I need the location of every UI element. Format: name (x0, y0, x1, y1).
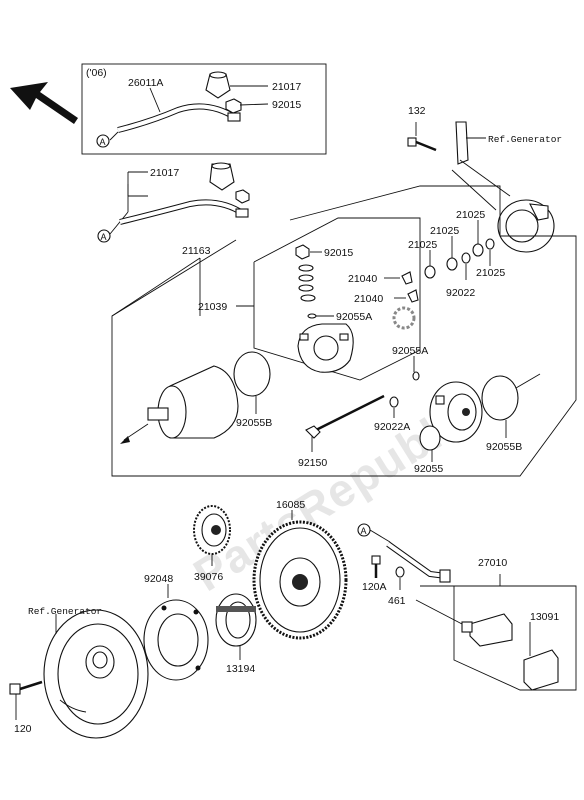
label-92015-top: 92015 (272, 99, 301, 111)
starter-end-cover (497, 199, 555, 253)
label-13091: 13091 (530, 611, 559, 623)
nut-92015-top (225, 98, 242, 114)
svg-text:A: A (100, 137, 106, 147)
label-92055B-b: 92055B (486, 441, 522, 453)
label-21025-b: 21025 (430, 225, 459, 237)
starter-clutch-gear-16085 (252, 520, 348, 640)
washer-92022A (389, 396, 399, 408)
label-92055: 92055 (414, 463, 443, 475)
nut-mid-small (235, 189, 250, 204)
cap-21017-top (205, 71, 231, 99)
bolt-120A (371, 555, 381, 578)
label-92022A: 92022A (374, 421, 410, 433)
clutch-holder-92048 (143, 599, 209, 681)
label-92055A-a: 92055A (336, 311, 372, 323)
year-note: ('06) (86, 67, 107, 79)
washer-21025-group (424, 238, 495, 279)
callout-a-1: A (96, 134, 110, 148)
starter-relay (461, 613, 513, 647)
generator-rotor (43, 609, 149, 739)
label-21025-d: 21025 (476, 267, 505, 279)
oring-92055B-a (233, 351, 271, 397)
brush-21040-b (407, 289, 419, 303)
washer-stack-92015 (295, 244, 317, 319)
brush-21040-a (401, 271, 413, 285)
label-21039: 21039 (198, 301, 227, 313)
generator-bracket (451, 121, 511, 211)
battery-cable-mid (119, 199, 249, 225)
label-21025-c: 21025 (456, 209, 485, 221)
label-21017-top: 21017 (272, 81, 301, 93)
label-92055A-b: 92055A (392, 345, 428, 357)
one-way-clutch-13194 (215, 593, 257, 647)
ref-generator-top: Ref.Generator (488, 134, 562, 145)
oring-92055 (419, 425, 441, 451)
idle-gear-39076 (193, 505, 231, 555)
label-92150: 92150 (298, 457, 327, 469)
label-39076: 39076 (194, 571, 223, 583)
label-21040-b: 21040 (354, 293, 383, 305)
label-92055B-a: 92055B (236, 417, 272, 429)
callout-a-3: A (357, 523, 371, 537)
callout-a-2: A (97, 229, 111, 243)
battery-cable-26011A (117, 103, 241, 133)
label-120: 120 (14, 723, 32, 735)
inset-box-06 (81, 63, 327, 155)
label-461: 461 (388, 595, 406, 607)
relay-cable (386, 541, 451, 583)
svg-text:A: A (101, 232, 107, 242)
cap-21017-mid (209, 162, 235, 191)
label-92022: 92022 (446, 287, 475, 299)
label-21025-a: 21025 (408, 239, 437, 251)
label-13194: 13194 (226, 663, 255, 675)
through-bolt-92150 (305, 394, 385, 439)
front-arrow-icon (10, 82, 78, 124)
relay-cover-13091 (523, 649, 559, 691)
ref-generator-bottom: Ref.Generator (28, 606, 102, 617)
bolt-120 (9, 680, 43, 695)
oring-92055A (412, 371, 420, 381)
starter-front-cover (429, 381, 483, 443)
brush-holder-outline (253, 217, 421, 381)
label-27010: 27010 (478, 557, 507, 569)
label-92048: 92048 (144, 573, 173, 585)
svg-text:A: A (361, 526, 367, 536)
relay-box-outline (420, 585, 577, 691)
label-26011A: 26011A (128, 77, 163, 89)
label-132: 132 (408, 105, 426, 117)
brush-holder-plate (297, 323, 354, 373)
label-16085: 16085 (276, 499, 305, 511)
cog-small (392, 306, 416, 330)
label-21163: 21163 (182, 245, 211, 257)
washer-461 (395, 566, 405, 578)
assembly-outline (111, 185, 577, 477)
label-120A: 120A (362, 581, 387, 593)
starter-motor-body (120, 365, 239, 444)
label-21017-mid: 21017 (150, 167, 179, 179)
oring-92055B-b (481, 373, 541, 421)
bolt-132 (407, 137, 437, 152)
label-92015-mid: 92015 (324, 247, 353, 259)
label-21040-a: 21040 (348, 273, 377, 285)
